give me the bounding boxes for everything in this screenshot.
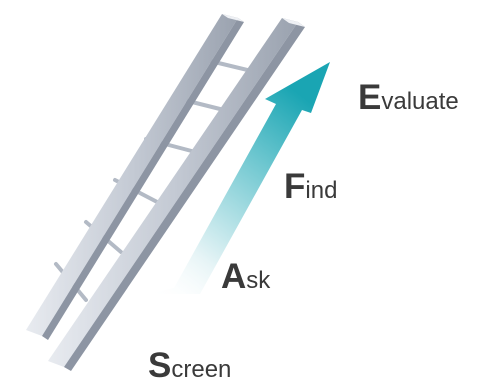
step-initial: F (284, 167, 306, 206)
step-find-label: Find (284, 169, 337, 204)
step-evaluate-label: Evaluate (358, 80, 459, 115)
step-initial: E (358, 78, 382, 117)
step-initial: S (148, 346, 172, 385)
ladder-left-rail (26, 14, 244, 340)
step-rest: ind (305, 177, 338, 204)
step-rest: valuate (381, 88, 459, 115)
step-initial: A (221, 257, 247, 296)
step-ask-label: Ask (221, 259, 270, 294)
step-rest: sk (246, 267, 271, 294)
ladder-right-rail (48, 18, 305, 371)
step-screen-label: Screen (148, 348, 231, 383)
progress-arrow (146, 62, 330, 294)
step-rest: creen (171, 356, 232, 383)
